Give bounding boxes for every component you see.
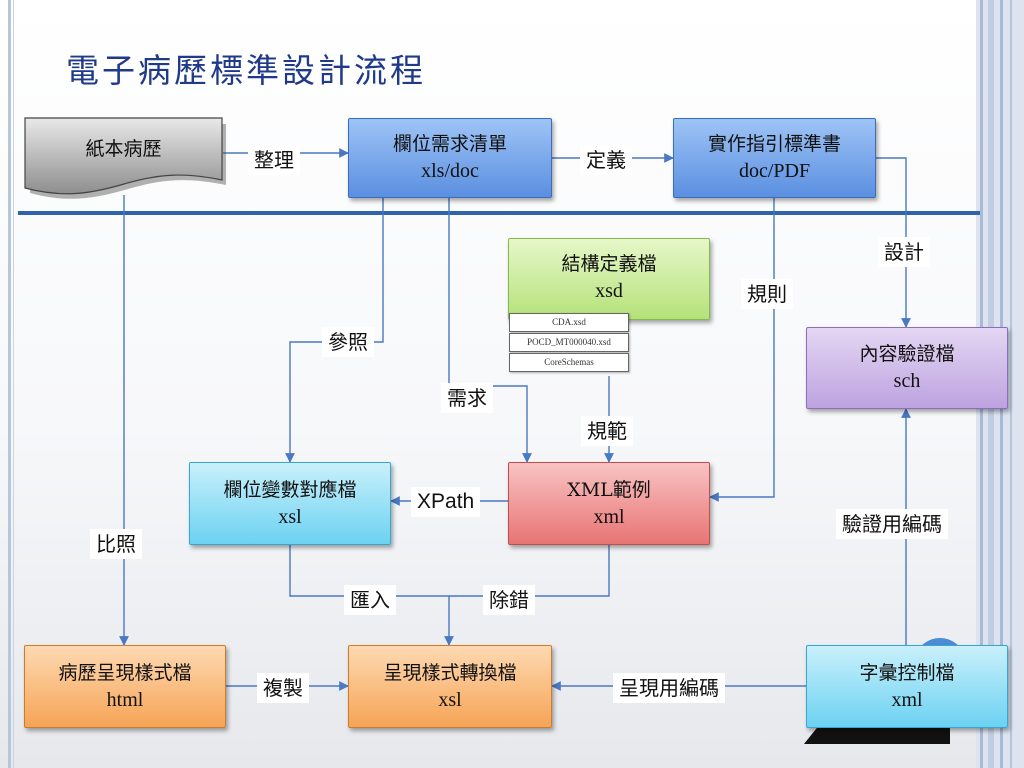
field-mapping-title: 欄位變數對應檔 xyxy=(223,478,357,501)
content-validation-node: 內容驗證檔 sch xyxy=(806,327,1008,409)
xml-example-format: xml xyxy=(593,505,625,528)
edge-label-copy: 複製 xyxy=(257,673,309,703)
schema-definition-node: 結構定義檔 xsd xyxy=(508,238,710,320)
paper-record-node xyxy=(24,117,226,199)
field-requirements-format: xls/doc xyxy=(421,160,479,182)
style-transform-node: 呈現樣式轉換檔 xsl xyxy=(348,645,552,728)
edge-label-import: 匯入 xyxy=(344,585,396,615)
edge-label-debug: 除錯 xyxy=(483,585,535,615)
schema-definition-format: xsd xyxy=(595,280,623,302)
edge-label-requirement: 需求 xyxy=(441,383,493,413)
style-transform-format: xsl xyxy=(438,688,462,711)
edge-label-spec: 規範 xyxy=(581,416,633,446)
field-requirements-title: 欄位需求清單 xyxy=(392,133,507,155)
record-style-title: 病歷呈現樣式檔 xyxy=(58,661,192,684)
xml-example-node: XML範例 xml xyxy=(508,462,710,545)
edge-label-xpath: XPath xyxy=(411,487,481,517)
schema-file-item: POCD_MT000040.xsd xyxy=(509,333,629,352)
record-style-format: html xyxy=(106,688,144,711)
record-style-node: 病歷呈現樣式檔 html xyxy=(24,645,226,728)
implementation-guide-node: 實作指引標準書 doc/PDF xyxy=(673,118,876,198)
implementation-guide-title: 實作指引標準書 xyxy=(707,133,841,155)
edge-label-validation-code: 驗證用編碼 xyxy=(836,509,948,539)
edge-label-organize: 整理 xyxy=(248,145,300,175)
edge-label-define: 定義 xyxy=(580,145,632,175)
edge-label-compare: 比照 xyxy=(90,529,142,559)
edge-label-design: 設計 xyxy=(878,237,930,267)
vocabulary-control-title: 字彙控制檔 xyxy=(859,661,955,684)
xml-example-title: XML範例 xyxy=(567,478,651,501)
paper-record-text: 紙本病歷 xyxy=(85,137,162,160)
implementation-guide-format: doc/PDF xyxy=(738,160,811,182)
edge-label-rules: 規則 xyxy=(741,279,793,309)
field-mapping-node: 欄位變數對應檔 xsl xyxy=(189,462,391,545)
field-requirements-node: 欄位需求清單 xls/doc xyxy=(348,118,552,198)
field-mapping-format: xsl xyxy=(278,505,302,528)
paper-record-label: 紙本病歷 xyxy=(24,124,223,174)
edge-label-reference: 參照 xyxy=(322,327,374,357)
edge-label-presentation-code: 呈現用編碼 xyxy=(613,673,725,703)
style-transform-title: 呈現樣式轉換檔 xyxy=(383,661,517,684)
schema-file-item: CDA.xsd xyxy=(509,313,629,332)
schema-file-item: CoreSchemas xyxy=(509,353,629,372)
content-validation-format: sch xyxy=(893,370,921,392)
page-title: 電子病歷標準設計流程 xyxy=(66,51,426,90)
schema-definition-title: 結構定義檔 xyxy=(561,253,657,275)
content-validation-title: 內容驗證檔 xyxy=(859,343,955,365)
vocabulary-control-format: xml xyxy=(891,688,923,711)
vocabulary-control-node: 字彙控制檔 xml xyxy=(806,645,1008,728)
